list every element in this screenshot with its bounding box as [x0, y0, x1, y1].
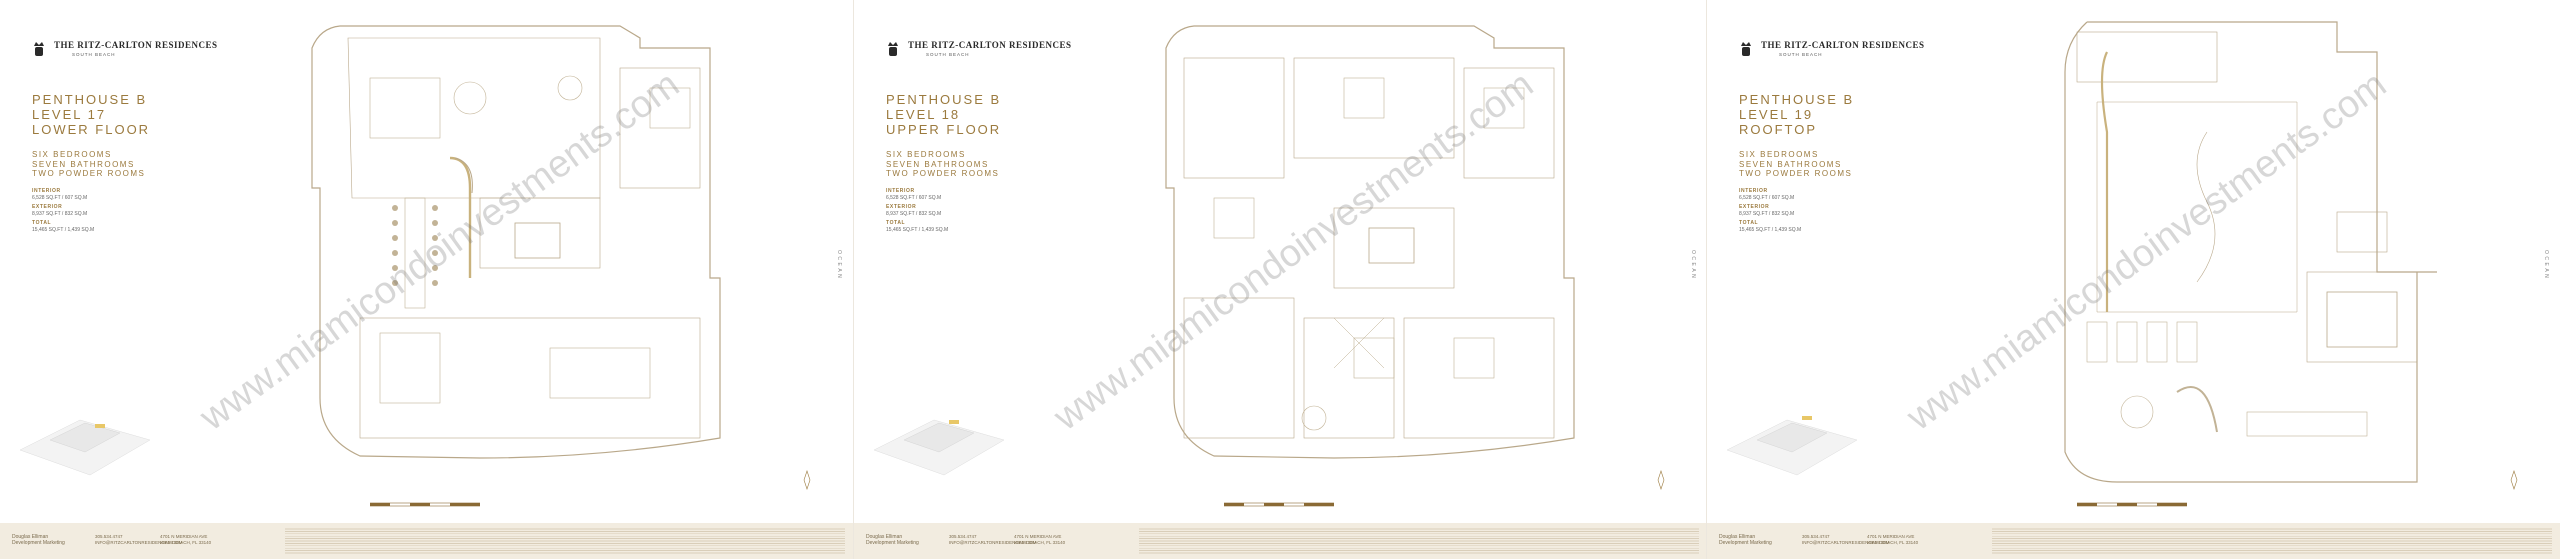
- footer-phone: 305.534.4747: [949, 534, 977, 539]
- footer-phone: 305.534.4747: [95, 534, 123, 539]
- interior-label: INTERIOR: [32, 188, 61, 194]
- brand-subtitle: SOUTH BEACH: [926, 52, 970, 57]
- lion-crown-logo-icon: [1741, 42, 1751, 56]
- legal-disclaimer: [285, 527, 845, 555]
- interior-value: 6,528 SQ.FT / 607 SQ.M: [1739, 194, 1795, 201]
- ocean-label: OCEAN: [1690, 250, 1696, 281]
- interior-label: INTERIOR: [886, 188, 915, 194]
- footer-email[interactable]: INFO@RITZCARLTONRESIDENCES.COM: [949, 540, 1037, 545]
- bathrooms-text: SEVEN BATHROOMS: [1739, 159, 1842, 169]
- powder-rooms-text: TWO POWDER ROOMS: [1739, 169, 1853, 178]
- north-arrow-icon: [803, 470, 811, 490]
- exterior-label: EXTERIOR: [886, 204, 917, 210]
- powder-rooms-text: TWO POWDER ROOMS: [886, 169, 1000, 178]
- powder-rooms-text: TWO POWDER ROOMS: [32, 169, 146, 178]
- interior-label: INTERIOR: [1739, 188, 1768, 194]
- brand-name: THE RITZ-CARLTON RESIDENCES: [1761, 40, 1925, 50]
- ocean-label: OCEAN: [836, 250, 842, 281]
- total-label: TOTAL: [1739, 220, 1759, 226]
- total-value: 15,465 SQ.FT / 1,439 SQ.M: [1739, 226, 1802, 233]
- brand-subtitle: SOUTH BEACH: [72, 52, 116, 57]
- exterior-value: 8,937 SQ.FT / 832 SQ.M: [886, 210, 942, 217]
- floor-plan-level-18: [1165, 25, 1575, 459]
- exterior-label: EXTERIOR: [32, 204, 63, 210]
- unit-name: PENTHOUSE B: [886, 92, 1002, 107]
- level-name: LEVEL 18: [886, 107, 961, 122]
- brand-header: THE RITZ-CARLTON RESIDENCES SOUTH BEACH: [886, 40, 1072, 58]
- legal-disclaimer: [1139, 527, 1699, 555]
- interior-value: 6,528 SQ.FT / 607 SQ.M: [32, 194, 88, 201]
- exterior-value: 8,937 SQ.FT / 832 SQ.M: [32, 210, 88, 217]
- bedrooms-text: SIX BEDROOMS: [1739, 150, 1819, 159]
- lion-crown-logo-icon: [34, 42, 44, 56]
- brand-header: THE RITZ-CARLTON RESIDENCES SOUTH BEACH: [32, 40, 218, 58]
- exterior-value: 8,937 SQ.FT / 832 SQ.M: [1739, 210, 1795, 217]
- building-key-plan: [873, 419, 1005, 476]
- floor-plan-level-19-rooftop: [2064, 21, 2437, 483]
- floor-name: LOWER FLOOR: [32, 122, 151, 137]
- scale-bar: [2077, 502, 2187, 507]
- brand-name: THE RITZ-CARLTON RESIDENCES: [54, 40, 218, 50]
- room-summary: SIX BEDROOMS SEVEN BATHROOMS TWO POWDER …: [886, 150, 999, 179]
- floor-title: PENTHOUSE B LEVEL 19 ROOFTOP: [1739, 92, 1854, 137]
- scale-bar: [370, 502, 480, 507]
- floor-plan-level-17: [311, 25, 721, 459]
- bedrooms-text: SIX BEDROOMS: [32, 150, 112, 159]
- exterior-label: EXTERIOR: [1739, 204, 1770, 210]
- floorplan-sheet-level-18: THE RITZ-CARLTON RESIDENCES SOUTH BEACH …: [853, 0, 1707, 559]
- floor-title: PENTHOUSE B LEVEL 17 LOWER FLOOR: [32, 92, 150, 137]
- footer-phone: 305.534.4747: [1802, 534, 1830, 539]
- north-arrow-icon: [1657, 470, 1665, 490]
- interior-value: 6,528 SQ.FT / 607 SQ.M: [886, 194, 942, 201]
- level-name: LEVEL 19: [1739, 107, 1814, 122]
- ocean-label: OCEAN: [2543, 250, 2549, 281]
- total-value: 15,465 SQ.FT / 1,439 SQ.M: [32, 226, 95, 233]
- brand-name: THE RITZ-CARLTON RESIDENCES: [908, 40, 1072, 50]
- north-arrow-icon: [2510, 470, 2518, 490]
- footer-email[interactable]: INFO@RITZCARLTONRESIDENCES.COM: [1802, 540, 1890, 545]
- footer-email[interactable]: INFO@RITZCARLTONRESIDENCES.COM: [95, 540, 183, 545]
- bathrooms-text: SEVEN BATHROOMS: [886, 159, 989, 169]
- total-value: 15,465 SQ.FT / 1,439 SQ.M: [886, 226, 949, 233]
- floor-name: ROOFTOP: [1739, 122, 1818, 137]
- floor-title: PENTHOUSE B LEVEL 18 UPPER FLOOR: [886, 92, 1001, 137]
- level-name: LEVEL 17: [32, 107, 107, 122]
- building-key-plan: [1726, 416, 1858, 476]
- total-label: TOTAL: [32, 220, 52, 226]
- unit-name: PENTHOUSE B: [1739, 92, 1855, 107]
- bathrooms-text: SEVEN BATHROOMS: [32, 159, 135, 169]
- total-label: TOTAL: [886, 220, 906, 226]
- room-summary: SIX BEDROOMS SEVEN BATHROOMS TWO POWDER …: [1739, 150, 1852, 179]
- scale-bar: [1224, 502, 1334, 507]
- brand-header: THE RITZ-CARLTON RESIDENCES SOUTH BEACH: [1739, 40, 1925, 58]
- legal-disclaimer: [1992, 527, 2552, 555]
- unit-name: PENTHOUSE B: [32, 92, 148, 107]
- floor-name: UPPER FLOOR: [886, 122, 1002, 137]
- building-key-plan: [19, 419, 151, 476]
- room-summary: SIX BEDROOMS SEVEN BATHROOMS TWO POWDER …: [32, 150, 145, 179]
- floorplan-sheet-level-19: THE RITZ-CARLTON RESIDENCES SOUTH BEACH …: [1706, 0, 2560, 559]
- lion-crown-logo-icon: [888, 42, 898, 56]
- brand-subtitle: SOUTH BEACH: [1779, 52, 1823, 57]
- floorplan-sheet-level-17: THE RITZ-CARLTON RESIDENCES SOUTH BEACH …: [0, 0, 853, 559]
- bedrooms-text: SIX BEDROOMS: [886, 150, 966, 159]
